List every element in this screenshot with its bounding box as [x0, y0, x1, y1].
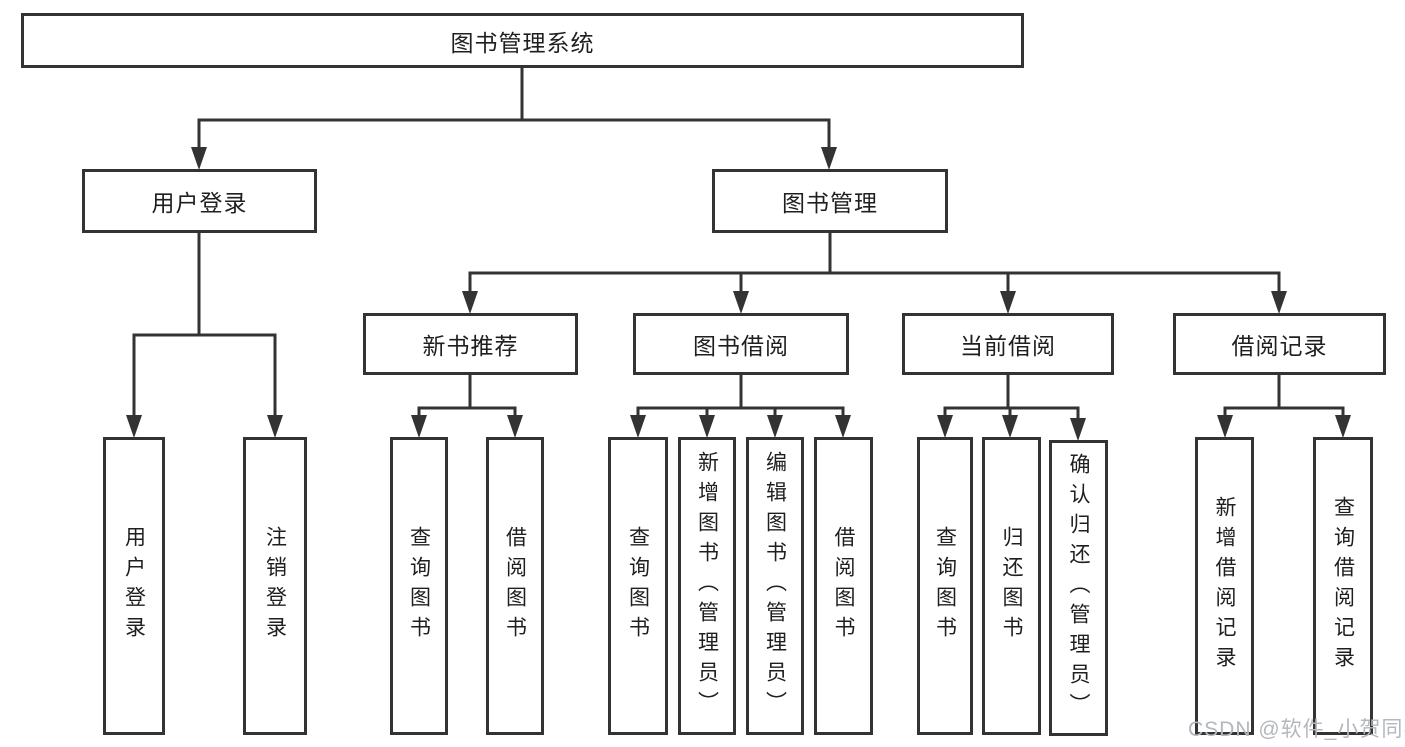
node-book-management: 图书管理	[712, 169, 948, 233]
leaf-return-book-label: 归还图书	[1000, 526, 1023, 646]
node-borrow-records-label: 借阅记录	[1231, 333, 1328, 359]
leaf-edit-book-admin-label: 编辑图书（管理员）	[763, 451, 787, 721]
leaf-borrow-book-recommend: 借阅图书	[486, 437, 544, 735]
node-book-borrow-label: 图书借阅	[693, 333, 789, 359]
leaf-borrow-book: 借阅图书	[814, 437, 873, 735]
node-current-borrow-label: 当前借阅	[960, 333, 1056, 359]
leaf-confirm-return-admin-label: 确认归还（管理员）	[1067, 453, 1090, 723]
leaf-add-borrow-record-label: 新增借阅记录	[1213, 496, 1236, 676]
leaf-add-book-admin-label: 新增图书（管理员）	[695, 451, 719, 721]
node-current-borrow: 当前借阅	[902, 313, 1114, 375]
leaf-user-login: 用户登录	[103, 437, 165, 735]
leaf-add-book-admin: 新增图书（管理员）	[678, 437, 736, 735]
node-user-login-label: 用户登录	[151, 190, 248, 216]
leaf-add-borrow-record: 新增借阅记录	[1195, 437, 1254, 735]
node-new-book-recommend: 新书推荐	[363, 313, 578, 375]
leaf-borrow-book-label: 借阅图书	[832, 526, 855, 646]
node-book-management-label: 图书管理	[782, 190, 878, 216]
leaf-query-book-recommend: 查询图书	[390, 437, 448, 735]
leaf-borrow-book-recommend-label: 借阅图书	[503, 526, 527, 646]
leaf-logout-label: 注销登录	[263, 526, 287, 646]
leaf-query-book-borrow: 查询图书	[608, 437, 668, 735]
node-root-system: 图书管理系统	[21, 13, 1024, 68]
leaf-edit-book-admin: 编辑图书（管理员）	[746, 437, 804, 735]
leaf-query-book-current-label: 查询图书	[933, 526, 957, 646]
leaf-query-borrow-record-label: 查询借阅记录	[1331, 496, 1355, 676]
leaf-confirm-return-admin: 确认归还（管理员）	[1049, 440, 1108, 736]
leaf-user-login-label: 用户登录	[122, 526, 146, 646]
node-new-book-recommend-label: 新书推荐	[422, 333, 519, 359]
node-user-login: 用户登录	[82, 169, 317, 233]
node-borrow-records: 借阅记录	[1173, 313, 1386, 375]
csdn-watermark: CSDN @软件_小贺同学	[1188, 718, 1405, 741]
node-book-borrow: 图书借阅	[633, 313, 849, 375]
leaf-query-book-current: 查询图书	[917, 437, 973, 735]
leaf-return-book: 归还图书	[982, 437, 1041, 735]
node-root-label: 图书管理系统	[450, 29, 595, 56]
leaf-query-borrow-record: 查询借阅记录	[1313, 437, 1373, 735]
leaf-query-book-borrow-label: 查询图书	[626, 526, 650, 646]
leaf-query-book-recommend-label: 查询图书	[407, 526, 431, 646]
leaf-logout: 注销登录	[243, 437, 307, 735]
